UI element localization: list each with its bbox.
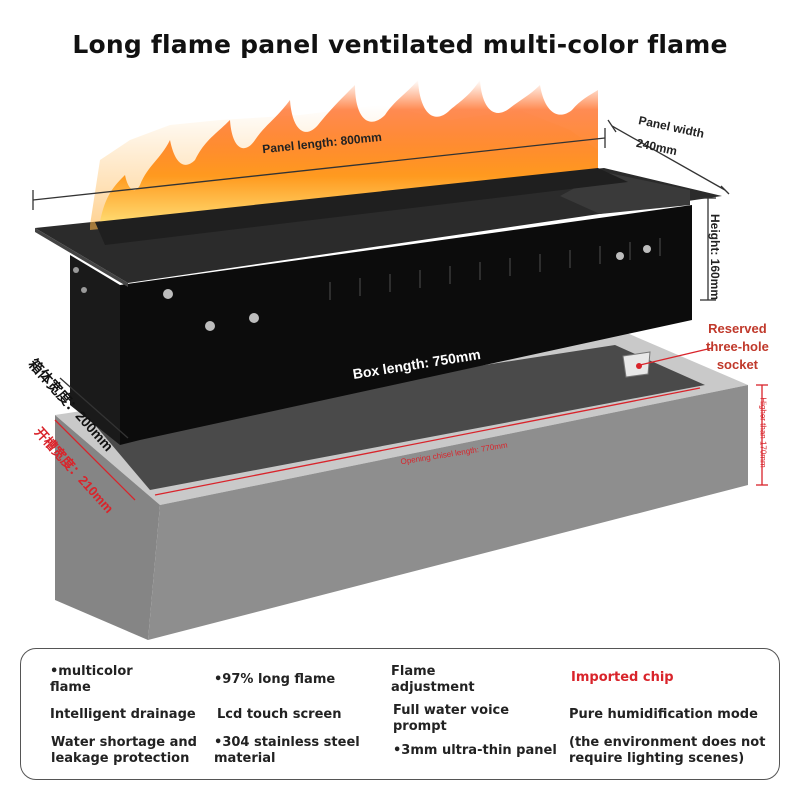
height-label: Height: 160mm [708, 213, 723, 301]
page-title: Long flame panel ventilated multi-color … [72, 30, 728, 59]
feature-lcd-touch-screen: Lcd touch screen [217, 707, 342, 722]
feature-intelligent-drainage: Intelligent drainage [50, 707, 196, 722]
socket-marker [622, 347, 713, 378]
feature-pure-humidification: Pure humidification mode [569, 707, 758, 722]
feature-ultra-thin-panel: •3mm ultra-thin panel [393, 743, 557, 758]
higher-than-label: Higher than 170mm [758, 397, 768, 468]
dimension-lines [32, 119, 730, 439]
opening-dimension-lines [54, 384, 768, 501]
wall-block [55, 330, 748, 640]
socket-label: Reserved three-hole socket [706, 321, 769, 372]
bullet-dot: • [214, 735, 223, 750]
product-illustration [32, 80, 768, 640]
feature-long-flame: •97% long flame [214, 672, 336, 687]
feature-panel [20, 648, 780, 780]
flame-channel [95, 168, 628, 245]
feature-imported-chip: Imported chip [571, 670, 674, 685]
